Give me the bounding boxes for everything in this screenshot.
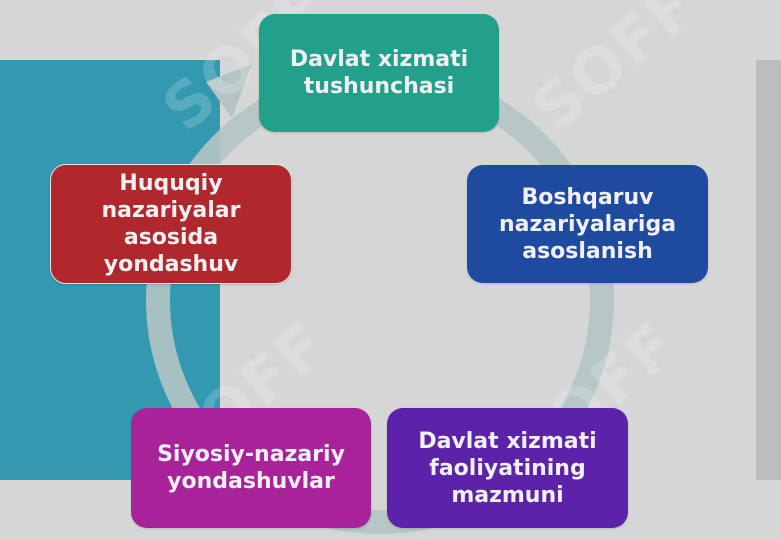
node-boshqaruv-nazariyalariga: Boshqaruv nazariyalariga asoslanish: [467, 165, 708, 283]
node-siyosiy-nazariy: Siyosiy-nazariy yondashuvlar: [131, 408, 371, 528]
right-edge-bar: [756, 60, 781, 480]
node-davlat-xizmati-tushunchasi: Davlat xizmati tushunchasi: [259, 14, 499, 132]
cycle-arrowhead: [206, 64, 252, 118]
node-faoliyatining-mazmuni: Davlat xizmati faoliyatining mazmuni: [387, 408, 628, 528]
node-huquqiy-nazariyalar: Huquqiy nazariyalar asosida yondashuv: [50, 164, 292, 284]
